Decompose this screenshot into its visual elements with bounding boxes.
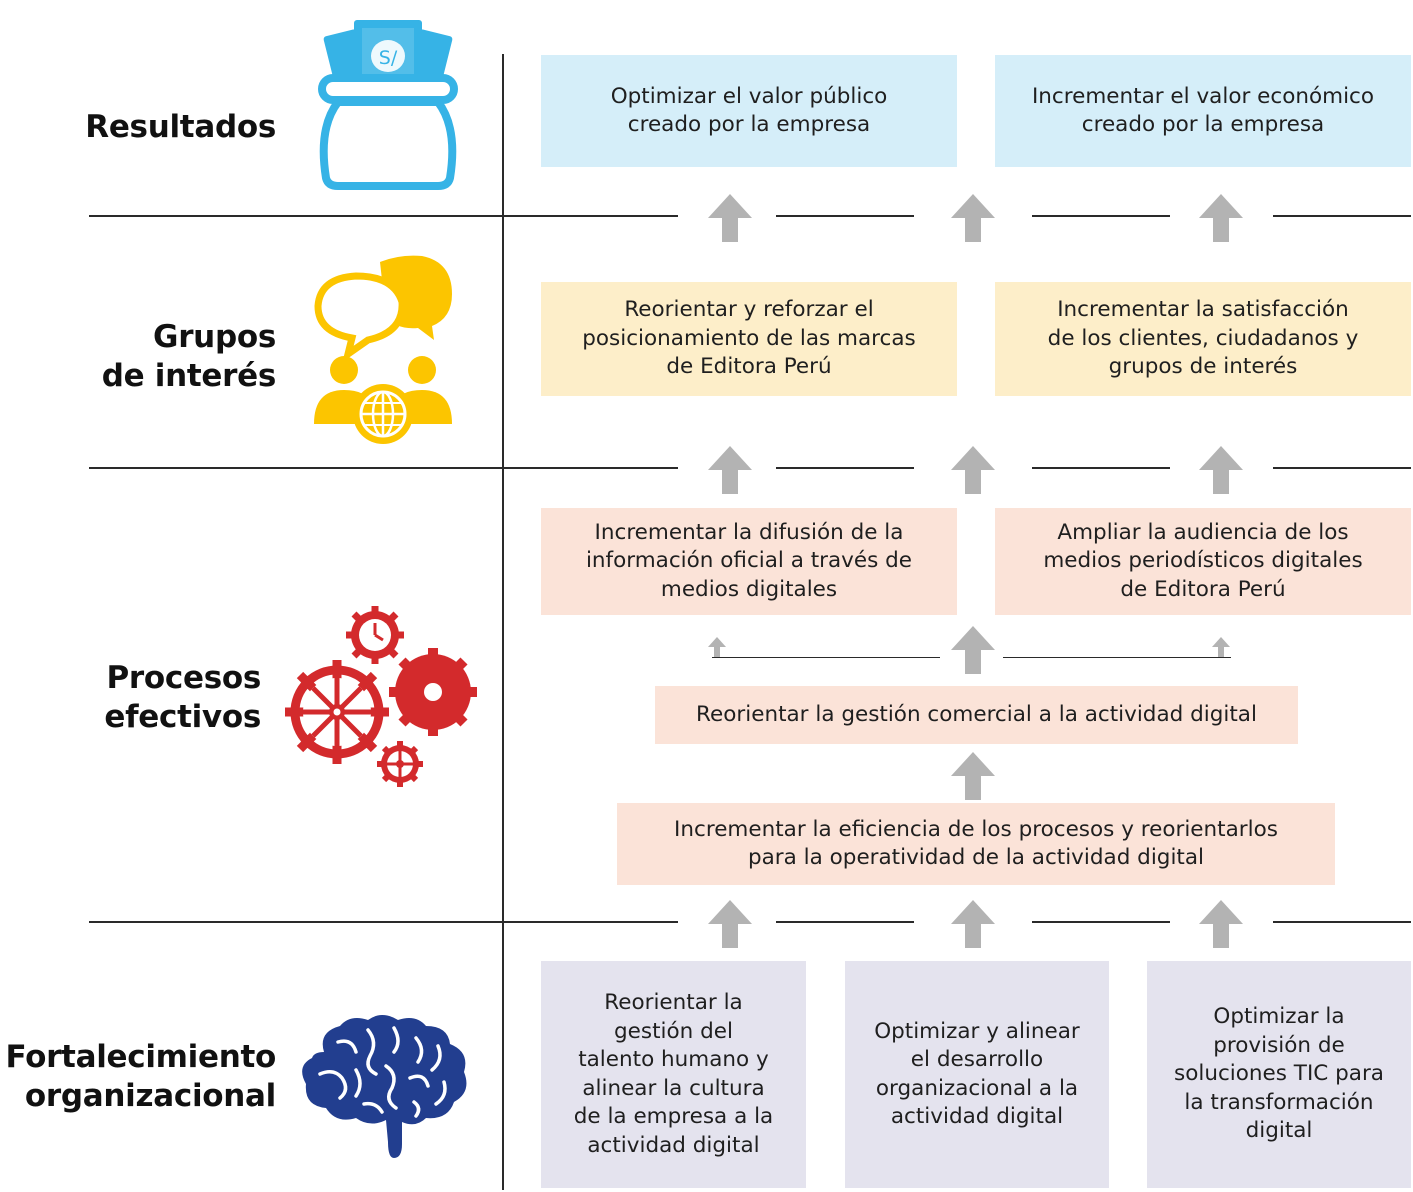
objective-box: Incrementar la difusión de la informació…	[541, 508, 957, 615]
money-bag-icon: S/	[308, 18, 468, 192]
objective-box: Optimizar el valor público creado por la…	[541, 55, 957, 167]
up-arrow-icon	[708, 446, 752, 494]
row-divider	[1032, 215, 1170, 217]
up-arrow-icon	[708, 637, 726, 657]
people-chat-globe-icon	[310, 254, 456, 449]
row-divider	[1032, 467, 1170, 469]
row-divider	[89, 215, 678, 217]
up-arrow-icon	[951, 900, 995, 948]
row-divider	[89, 921, 678, 923]
row-divider	[89, 467, 678, 469]
up-arrow-icon	[951, 194, 995, 242]
objective-box: Ampliar la audiencia de los medios perio…	[995, 508, 1411, 615]
objective-box: Optimizar y alinear el desarrollo organi…	[845, 961, 1109, 1188]
vertical-divider	[502, 54, 504, 1190]
up-arrow-icon	[708, 900, 752, 948]
connector-line	[1003, 657, 1231, 659]
row-label-grupos: Grupos de interés	[101, 319, 277, 394]
objective-box: Incrementar la eficiencia de los proceso…	[617, 803, 1335, 885]
up-arrow-icon	[1199, 446, 1243, 494]
up-arrow-icon	[1212, 637, 1230, 657]
objective-box: Reorientar la gestión comercial a la act…	[655, 686, 1298, 744]
row-divider	[1273, 215, 1411, 217]
row-divider	[776, 215, 914, 217]
up-arrow-icon	[951, 446, 995, 494]
objective-box: Optimizar la provisión de soluciones TIC…	[1147, 961, 1411, 1188]
gears-icon	[283, 604, 483, 792]
up-arrow-icon	[951, 752, 995, 800]
objective-box: Incrementar la satisfacción de los clien…	[995, 282, 1411, 396]
up-arrow-icon	[1199, 194, 1243, 242]
row-divider	[1273, 467, 1411, 469]
row-label-resultados: Resultados	[85, 109, 276, 145]
row-divider	[1032, 921, 1170, 923]
objective-box: Reorientar y reforzar el posicionamiento…	[541, 282, 957, 396]
row-divider	[776, 467, 914, 469]
up-arrow-icon	[1199, 900, 1243, 948]
connector-line	[712, 657, 940, 659]
row-label-fortalecimiento: Fortalecimiento organizacional	[5, 1039, 276, 1114]
up-arrow-icon	[708, 194, 752, 242]
row-label-procesos: Procesos efectivos	[104, 660, 261, 735]
svg-text:S/: S/	[379, 47, 398, 69]
up-arrow-icon	[951, 626, 995, 674]
row-divider	[776, 921, 914, 923]
row-divider	[1273, 921, 1411, 923]
brain-icon	[298, 1012, 472, 1160]
objective-box: Incrementar el valor económico creado po…	[995, 55, 1411, 167]
objective-box: Reorientar la gestión del talento humano…	[541, 961, 806, 1188]
